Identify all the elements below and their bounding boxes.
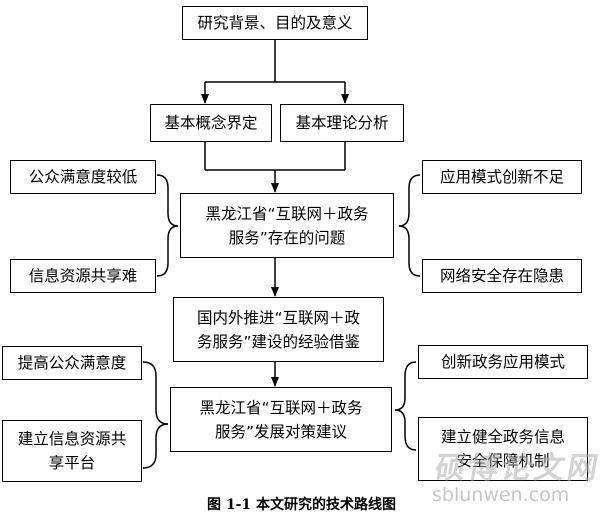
node-suggestions: 黑龙江省“互联网＋政务服务”发展对策建议: [170, 387, 392, 452]
brace-right-suggestions: [394, 361, 417, 451]
node-research-background: 研究背景、目的及意义: [182, 6, 368, 40]
watermark-url: sblunwen.com: [432, 484, 570, 506]
node-network-security-risk: 网络安全存在隐患: [422, 259, 582, 293]
node-innovate-application-mode: 创新政务应用模式: [418, 345, 588, 379]
node-info-sharing-difficult: 信息资源共享难: [10, 259, 156, 293]
figure-caption: 图 1-1 本文研究的技术路线图: [206, 497, 397, 513]
node-problems: 黑龙江省“互联网＋政务服务”存在的问题: [180, 193, 394, 258]
node-security-mechanism: 建立健全政务信息安全保障机制: [418, 417, 588, 481]
node-improve-satisfaction: 提高公众满意度: [2, 346, 142, 380]
brace-right-problems: [398, 174, 421, 277]
node-info-sharing-platform: 建立信息资源共享平台: [2, 420, 142, 482]
watermark-brand: 硕博论文网: [432, 451, 603, 486]
node-insufficient-innovation: 应用模式创新不足: [422, 160, 582, 194]
brace-left-problems: [156, 174, 179, 277]
node-concept-definition: 基本概念界定: [150, 104, 272, 142]
node-theory-analysis: 基本理论分析: [280, 104, 404, 142]
node-experience: 国内外推进“互联网＋政务服务”建设的经验借鉴: [173, 297, 384, 362]
brace-left-suggestions: [142, 361, 169, 469]
node-low-satisfaction: 公众满意度较低: [10, 160, 156, 194]
